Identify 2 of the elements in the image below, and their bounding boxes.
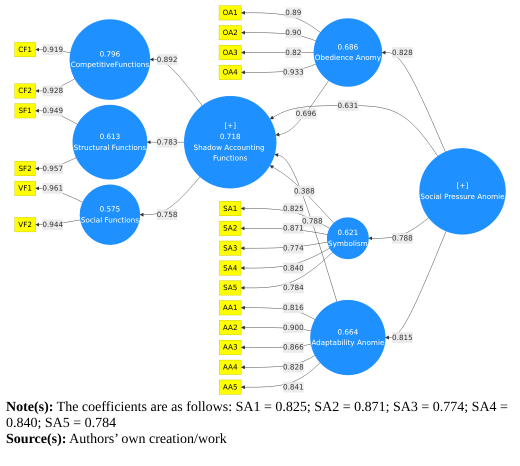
note-text: Source(s): Authors’ own creation/work <box>6 432 228 448</box>
note-text: Note(s): The coefficients are as follows: SA1 = 0.825; SA2 = 0.871; SA3 = 0.774; SA4 = 0.840; SA5 = 0.784 <box>6 400 509 432</box>
